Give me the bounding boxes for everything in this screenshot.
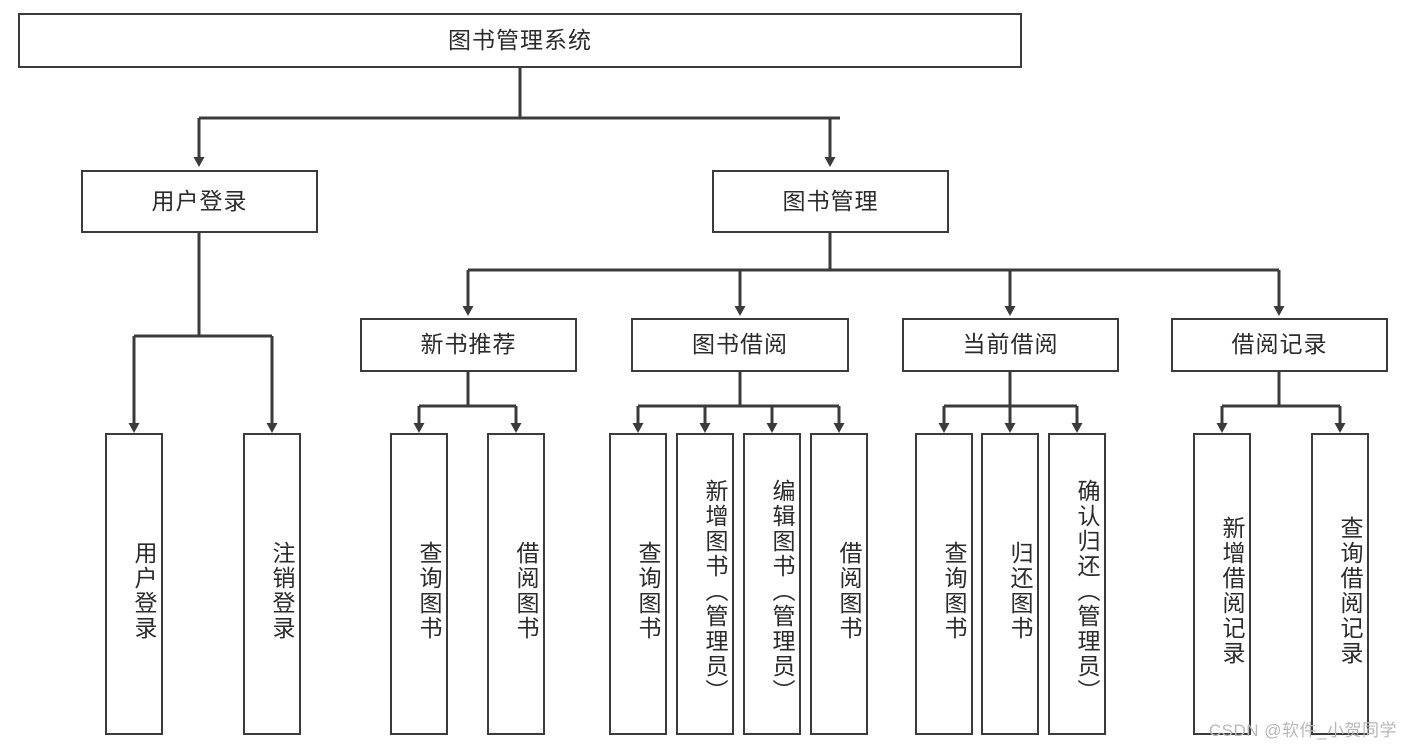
- leaf-current-borrow-query-book[interactable]: 查询图书: [915, 433, 973, 735]
- node-current-borrow[interactable]: 当前借阅: [902, 318, 1119, 372]
- node-label: 用户登录: [131, 541, 157, 641]
- leaf-book-borrow-edit-book-admin[interactable]: 编辑图书（管理员）: [743, 433, 801, 735]
- leaf-borrow-record-query-record[interactable]: 查询借阅记录: [1311, 433, 1369, 735]
- leaf-current-borrow-confirm-return-admin[interactable]: 确认归还（管理员）: [1048, 433, 1106, 735]
- node-book-borrow[interactable]: 图书借阅: [631, 318, 849, 372]
- node-label: 借阅记录: [1231, 331, 1328, 358]
- node-label: 查询图书: [635, 541, 661, 641]
- node-book-management[interactable]: 图书管理: [712, 170, 949, 233]
- node-label: 归还图书: [1007, 541, 1033, 641]
- node-user-login[interactable]: 用户登录: [81, 170, 318, 233]
- csdn-watermark: CSDN @软件_小贺同学: [1208, 721, 1397, 740]
- node-label: 图书借阅: [692, 331, 788, 358]
- node-label: 查询图书: [941, 541, 967, 641]
- node-label: 查询图书: [416, 541, 442, 641]
- node-label: 确认归还（管理员）: [1074, 478, 1100, 704]
- node-borrow-record[interactable]: 借阅记录: [1171, 318, 1388, 372]
- leaf-current-borrow-return-book[interactable]: 归还图书: [981, 433, 1039, 735]
- node-label: 图书管理系统: [448, 26, 592, 53]
- node-label: 新增借阅记录: [1219, 516, 1245, 666]
- node-label: 借阅图书: [836, 541, 862, 641]
- leaf-book-borrow-borrow-book[interactable]: 借阅图书: [810, 433, 868, 735]
- leaf-user-login-login[interactable]: 用户登录: [105, 433, 163, 735]
- leaf-new-book-borrow-book[interactable]: 借阅图书: [487, 433, 545, 735]
- node-label: 注销登录: [269, 541, 295, 641]
- node-root-book-management-system[interactable]: 图书管理系统: [18, 13, 1022, 68]
- node-label: 借阅图书: [513, 541, 539, 641]
- node-label: 新书推荐: [420, 331, 517, 358]
- leaf-book-borrow-query-book[interactable]: 查询图书: [609, 433, 667, 735]
- leaf-borrow-record-add-record[interactable]: 新增借阅记录: [1193, 433, 1251, 735]
- node-label: 查询借阅记录: [1337, 516, 1363, 666]
- node-label: 编辑图书（管理员）: [769, 478, 795, 704]
- leaf-user-login-logout[interactable]: 注销登录: [243, 433, 301, 735]
- leaf-new-book-query-book[interactable]: 查询图书: [390, 433, 448, 735]
- node-new-book-recommend[interactable]: 新书推荐: [360, 318, 577, 372]
- node-label: 新增图书（管理员）: [702, 478, 728, 704]
- node-label: 用户登录: [151, 187, 248, 214]
- leaf-book-borrow-add-book-admin[interactable]: 新增图书（管理员）: [676, 433, 734, 735]
- node-label: 图书管理: [782, 187, 879, 214]
- node-label: 当前借阅: [962, 331, 1059, 358]
